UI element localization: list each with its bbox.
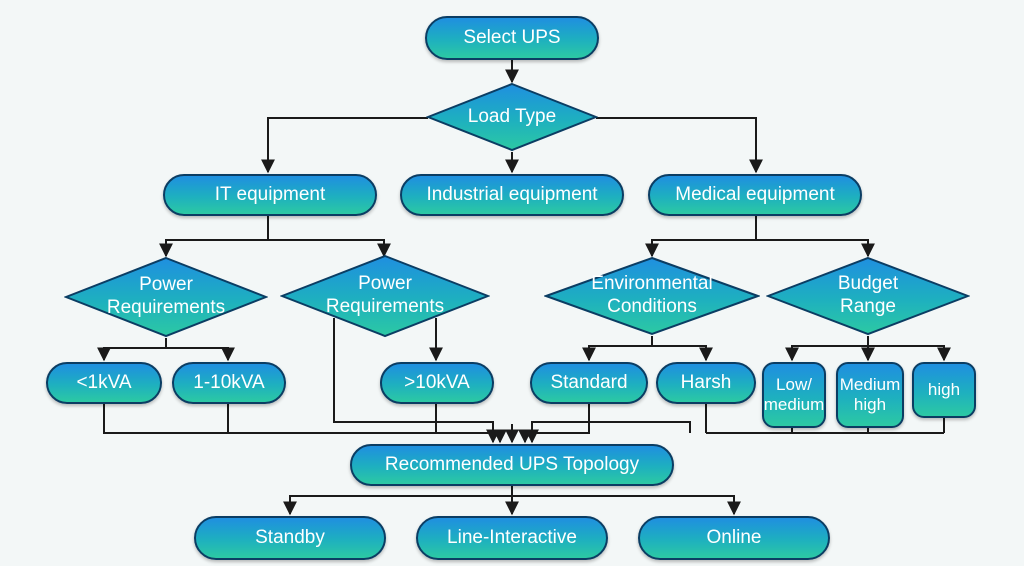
connector xyxy=(525,421,691,444)
1-10kva-node: 1-10kVA xyxy=(172,362,286,404)
load-type-decision: Load Type xyxy=(426,82,598,152)
connector xyxy=(283,486,513,516)
high-node: high xyxy=(912,362,976,418)
select-ups-node: Select UPS xyxy=(425,16,599,60)
connector xyxy=(652,345,713,362)
connector xyxy=(97,338,167,362)
connector xyxy=(159,216,269,258)
power-requirements-decision-1: Power Requirements xyxy=(64,256,268,338)
power-requirements-decision-2: Power Requirements xyxy=(280,254,490,338)
medical-equipment-node: Medical equipment xyxy=(648,174,862,216)
medium-high-node: Medium high xyxy=(836,362,904,428)
standard-node: Standard xyxy=(530,362,648,404)
connector xyxy=(512,495,741,516)
low-medium-node: Low/ medium xyxy=(762,362,826,428)
power-requirements-label-2: Power Requirements xyxy=(325,273,445,317)
gt-10kva-node: >10kVA xyxy=(380,362,494,404)
connector xyxy=(582,336,653,362)
connector xyxy=(645,216,757,258)
harsh-node: Harsh xyxy=(656,362,756,404)
connector xyxy=(268,239,391,258)
load-type-label: Load Type xyxy=(467,105,557,127)
power-requirements-label-1: Power Requirements xyxy=(106,274,226,318)
environmental-conditions-label: Environmental Conditions xyxy=(591,273,713,317)
connector xyxy=(756,239,875,258)
connector xyxy=(868,345,951,362)
recommended-ups-topology-node: Recommended UPS Topology xyxy=(350,444,674,486)
online-node: Online xyxy=(638,516,830,560)
budget-range-decision: Budget Range xyxy=(766,256,970,336)
environmental-conditions-decision: Environmental Conditions xyxy=(544,256,760,336)
industrial-equipment-node: Industrial equipment xyxy=(400,174,624,216)
it-equipment-node: IT equipment xyxy=(163,174,377,216)
connector xyxy=(103,404,507,444)
budget-range-label: Budget Range xyxy=(837,273,899,317)
connector xyxy=(785,336,869,362)
standby-node: Standby xyxy=(194,516,386,560)
connector xyxy=(596,117,763,174)
line-interactive-node: Line-Interactive xyxy=(416,516,608,560)
lt-1kva-node: <1kVA xyxy=(46,362,162,404)
connector xyxy=(166,347,235,362)
connector xyxy=(261,117,428,174)
